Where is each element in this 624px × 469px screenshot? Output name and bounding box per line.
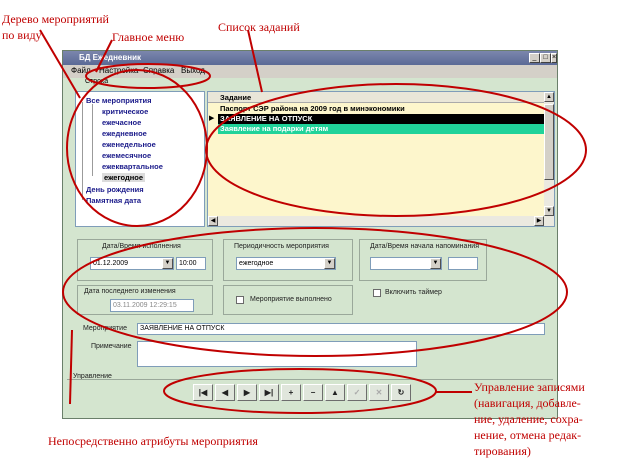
last-record-button[interactable]: ▶| <box>259 384 279 401</box>
reminder-group: Дата/Время начала напоминания ▼ <box>359 239 487 281</box>
post-record-button[interactable]: ✓ <box>347 384 367 401</box>
last-change-field: 03.11.2009 12:29:15 <box>110 299 194 312</box>
first-record-button[interactable]: |◀ <box>193 384 213 401</box>
chevron-down-icon[interactable]: ▼ <box>324 258 335 269</box>
last-change-label: Дата последнего изменения <box>84 288 176 295</box>
tree-node-daily[interactable]: ежедневное <box>102 129 147 138</box>
attrs-ellipse <box>62 227 568 357</box>
annotation-records-1: Управление записями <box>474 380 585 394</box>
periodicity-select[interactable]: ежегодное <box>236 257 336 270</box>
timer-label: Включить таймер <box>385 289 442 296</box>
horizontal-scrollbar[interactable]: ◀ ▶ <box>208 216 554 226</box>
exec-date-field[interactable]: 01.12.2009 <box>90 257 174 270</box>
row-text: Заявление на подарки детям <box>220 124 329 133</box>
tree-node-all[interactable]: Все мероприятия <box>86 96 152 105</box>
table-row-selected[interactable]: ЗАЯВЛЕНИЕ НА ОТПУСК <box>218 114 544 124</box>
divider <box>67 379 553 380</box>
scroll-thumb[interactable] <box>544 104 554 180</box>
title-bar: БД Ежедневник <box>63 51 557 65</box>
maximize-button[interactable]: □ <box>540 53 551 63</box>
arrow-grid <box>247 29 263 93</box>
scroll-down-icon[interactable]: ▼ <box>544 206 554 216</box>
arrow-menu <box>95 39 113 73</box>
task-grid[interactable]: Задание Паспорт СЭР района на 2009 год в… <box>207 91 555 227</box>
row-text: Паспорт СЭР района на 2009 год в минэкон… <box>220 104 405 113</box>
annotation-task-list: Список заданий <box>218 20 300 34</box>
grid-column-task[interactable]: Задание <box>220 93 252 102</box>
arrow-tree <box>39 29 81 99</box>
grid-header: Задание <box>208 92 544 103</box>
tree-node-weekly[interactable]: еженедельное <box>102 140 156 149</box>
periodicity-value: ежегодное <box>239 260 274 267</box>
delete-record-button[interactable]: − <box>303 384 323 401</box>
chevron-down-icon[interactable]: ▼ <box>430 258 441 269</box>
reminder-time-field[interactable] <box>448 257 478 270</box>
exec-date-value: 01.12.2009 <box>93 260 129 267</box>
tree-node-hourly[interactable]: ежечасное <box>102 118 142 127</box>
cancel-edit-button[interactable]: ✕ <box>369 384 389 401</box>
toolbar-ellipse <box>163 368 437 414</box>
tree-ellipse <box>66 69 208 227</box>
tree-node-monthly[interactable]: ежемесячное <box>102 151 152 160</box>
reminder-label: Дата/Время начала напоминания <box>370 243 480 250</box>
done-label: Мероприятие выполнено <box>250 296 332 303</box>
scroll-right-icon[interactable]: ▶ <box>534 216 544 226</box>
event-field[interactable]: ЗАЯВЛЕНИЕ НА ОТПУСК <box>137 323 545 335</box>
annotation-records-5: тирования) <box>474 444 531 458</box>
annotation-records-2: (навигация, добавле- <box>474 396 581 410</box>
arrow-attrs <box>69 329 73 405</box>
scroll-left-icon[interactable]: ◀ <box>208 216 218 226</box>
refresh-button[interactable]: ↻ <box>391 384 411 401</box>
note-label: Примечание <box>91 343 132 350</box>
status-stub: Строка <box>85 78 109 85</box>
menu-help[interactable]: Справка <box>143 66 175 75</box>
table-row-highlight[interactable]: Заявление на подарки детям <box>218 124 544 134</box>
event-label: Мероприятие <box>83 325 127 332</box>
window-title: БД Ежедневник <box>79 53 142 62</box>
grid-ellipse <box>205 83 587 217</box>
annotation-main-menu: Главное меню <box>112 30 185 44</box>
annotation-records-3: ние, удаление, сохра- <box>474 412 583 426</box>
exec-time-field[interactable]: 10:00 <box>176 257 206 270</box>
annotation-records-4: нение, отмена редак- <box>474 428 582 442</box>
prior-record-button[interactable]: ◀ <box>215 384 235 401</box>
tree-node-memorial[interactable]: Памятная дата <box>86 196 142 205</box>
event-tree[interactable]: Все мероприятия критическое ежечасное еж… <box>75 91 205 227</box>
table-row[interactable]: Паспорт СЭР района на 2009 год в минэкон… <box>218 104 544 114</box>
menu-bar: Файл Настройка Справка Выход <box>63 65 557 78</box>
scroll-up-icon[interactable]: ▲ <box>544 92 554 102</box>
app-window: БД Ежедневник _ □ × Файл Настройка Справ… <box>62 50 558 419</box>
done-checkbox[interactable] <box>236 296 244 304</box>
tree-node-quarterly[interactable]: ежеквартальное <box>102 162 163 171</box>
tree-line <box>92 104 93 176</box>
row-pointer-icon: ▶ <box>209 115 215 122</box>
vertical-scrollbar[interactable]: ▲ ▼ <box>544 92 554 216</box>
row-text: ЗАЯВЛЕНИЕ НА ОТПУСК <box>220 114 313 123</box>
chevron-down-icon[interactable]: ▼ <box>162 258 173 269</box>
reminder-date-field[interactable] <box>370 257 442 270</box>
close-button[interactable]: × <box>551 53 557 63</box>
tree-line <box>82 102 83 200</box>
done-group: Мероприятие выполнено <box>223 285 353 315</box>
annotation-tree-line1: Дерево мероприятий <box>2 12 109 26</box>
periodicity-label: Периодичность мероприятия <box>234 243 329 250</box>
tree-node-birthday[interactable]: День рождения <box>86 185 144 194</box>
tree-node-critical[interactable]: критическое <box>102 107 149 116</box>
menu-file[interactable]: Файл <box>71 66 91 75</box>
menu-exit[interactable]: Выход <box>181 66 205 75</box>
annotation-attributes: Непосредственно атрибуты мероприятия <box>48 434 258 448</box>
control-label: Управление <box>73 373 112 380</box>
next-record-button[interactable]: ▶ <box>237 384 257 401</box>
timer-checkbox[interactable] <box>373 289 381 297</box>
menu-settings[interactable]: Настройка <box>99 66 139 75</box>
last-change-group: Дата последнего изменения 03.11.2009 12:… <box>77 285 213 315</box>
add-record-button[interactable]: + <box>281 384 301 401</box>
tree-node-yearly[interactable]: ежегодное <box>102 173 146 182</box>
minimize-button[interactable]: _ <box>529 53 540 63</box>
edit-record-button[interactable]: ▲ <box>325 384 345 401</box>
periodicity-group: Периодичность мероприятия ежегодное ▼ <box>223 239 353 281</box>
annotation-tree-line2: по виду <box>2 28 42 42</box>
menu-ellipse <box>85 63 211 89</box>
